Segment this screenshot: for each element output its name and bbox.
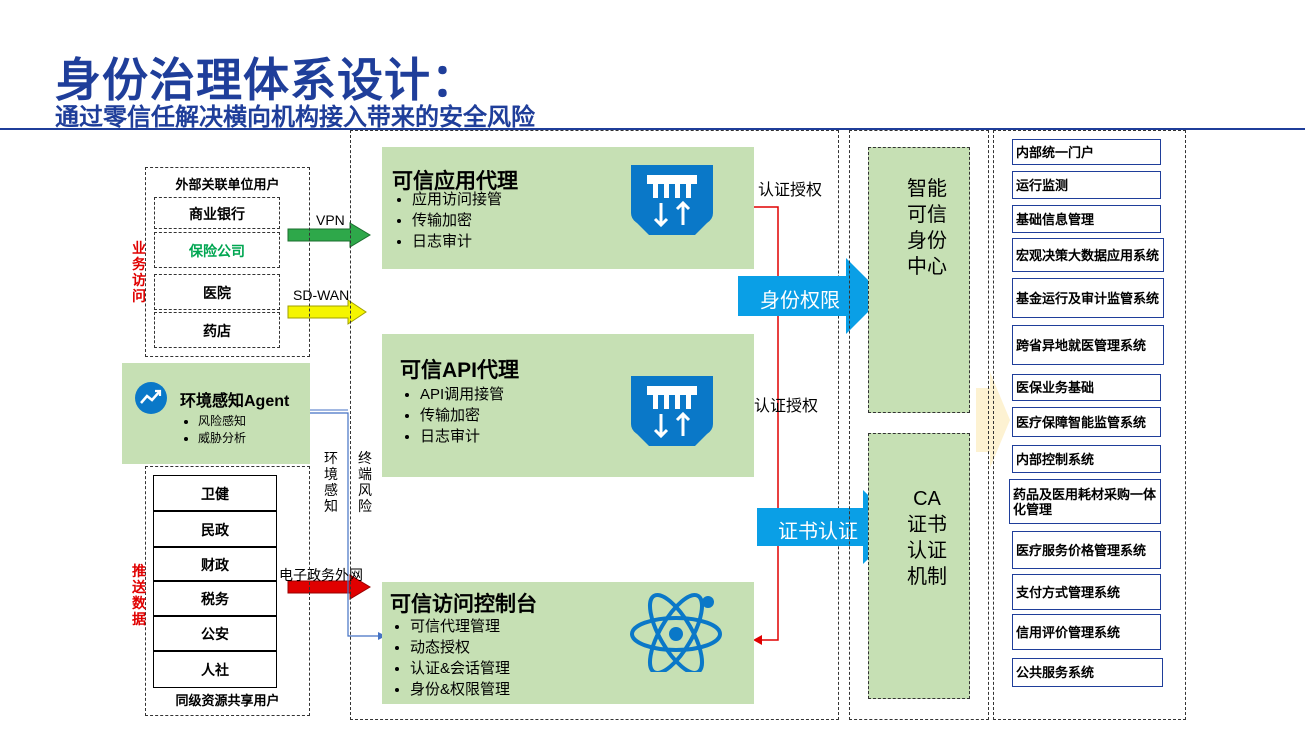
page-subtitle: 通过零信任解决横向机构接入带来的安全风险 <box>55 104 535 131</box>
system-item: 公共服务系统 <box>1012 658 1163 687</box>
terminal-risk-label: 终端风险 <box>358 450 372 514</box>
user-box-bank: 商业银行 <box>154 197 280 229</box>
sdwan-arrow <box>287 299 367 325</box>
peer-box-finance: 财政 <box>153 547 277 581</box>
api-proxy-item: 传输加密 <box>420 405 504 426</box>
sdwan-label: SD-WAN <box>293 287 350 303</box>
external-users-header: 外部关联单位用户 <box>175 177 280 192</box>
peer-box-civil: 民政 <box>153 511 277 547</box>
app-proxy-card: 可信应用代理 应用访问接管 传输加密 日志审计 <box>382 147 754 269</box>
agent-env-line <box>310 412 378 637</box>
app-proxy-title: 可信应用代理 <box>392 170 518 193</box>
proxy-gateway-icon <box>631 165 713 235</box>
system-item: 内部统一门户 <box>1012 139 1161 165</box>
console-item: 可信代理管理 <box>410 616 510 637</box>
user-box-insurance: 保险公司 <box>154 232 280 268</box>
auth-line-1 <box>754 206 779 641</box>
console-item: 动态授权 <box>410 637 510 658</box>
peer-box-police: 公安 <box>153 616 277 651</box>
system-item: 基金运行及审计监管系统 <box>1012 278 1164 318</box>
system-item: 药品及医用耗材采购一体化管理 <box>1009 479 1161 524</box>
agent-item: 风险感知 <box>198 413 246 430</box>
proxy-zone <box>350 130 839 720</box>
ca-box: CA证书认证机制 <box>868 433 970 699</box>
egov-label: 电子政务外网 <box>279 567 363 583</box>
system-item: 医疗服务价格管理系统 <box>1012 531 1161 569</box>
peer-users-footer: 同级资源共享用户 <box>175 693 280 708</box>
user-box-hospital: 医院 <box>154 274 280 310</box>
system-item: 内部控制系统 <box>1012 445 1161 473</box>
system-item: 运行监测 <box>1012 171 1161 199</box>
system-item: 基础信息管理 <box>1012 205 1161 233</box>
vpn-label: VPN <box>316 212 345 228</box>
push-data-label: 推送数据 <box>132 563 146 627</box>
cert-auth-label: 证书认证 <box>778 521 858 543</box>
app-proxy-item: 传输加密 <box>412 210 502 231</box>
app-proxy-item: 应用访问接管 <box>412 189 502 210</box>
auth-label-mid: 认证授权 <box>754 398 819 415</box>
user-box-pharmacy: 药店 <box>154 312 280 348</box>
title-underline <box>0 128 1305 130</box>
console-card: 可信访问控制台 可信代理管理 动态授权 认证&会话管理 身份&权限管理 <box>382 582 754 704</box>
system-item: 跨省异地就医管理系统 <box>1012 325 1164 365</box>
cert-auth-arrow <box>757 490 901 564</box>
identity-permission-arrow <box>738 258 884 334</box>
system-item: 医保业务基础 <box>1012 374 1161 401</box>
app-proxy-item: 日志审计 <box>412 231 502 252</box>
external-users-group: 外部关联单位用户 <box>145 167 310 357</box>
identity-center-box: 智能可信身份中心 <box>868 147 970 413</box>
systems-zone <box>993 130 1186 720</box>
peer-users-group: 同级资源共享用户 <box>145 466 310 716</box>
console-title: 可信访问控制台 <box>390 593 537 616</box>
api-proxy-title: 可信API代理 <box>400 359 520 382</box>
console-list: 可信代理管理 动态授权 认证&会话管理 身份&权限管理 <box>390 616 510 700</box>
agent-title: 环境感知Agent <box>180 393 290 410</box>
business-access-label: 业务访问 <box>132 240 146 304</box>
console-item: 身份&权限管理 <box>410 679 510 700</box>
agent-item: 威胁分析 <box>198 430 246 447</box>
env-sense-label: 环境感知 <box>324 450 338 514</box>
agent-list: 风险感知 威胁分析 <box>180 413 246 447</box>
proxy-gateway-icon <box>631 376 713 446</box>
system-item: 宏观决策大数据应用系统 <box>1012 238 1164 272</box>
api-proxy-list: API调用接管 传输加密 日志审计 <box>400 384 504 447</box>
console-item: 认证&会话管理 <box>410 658 510 679</box>
api-proxy-item: API调用接管 <box>420 384 504 405</box>
system-item: 信用评价管理系统 <box>1012 614 1161 650</box>
page-title: 身份治理体系设计： <box>55 54 478 106</box>
peer-box-tax: 税务 <box>153 581 277 616</box>
peer-box-health: 卫健 <box>153 475 277 511</box>
agent-box: 环境感知Agent 风险感知 威胁分析 <box>122 363 310 464</box>
system-item: 医疗保障智能监管系统 <box>1012 407 1161 437</box>
auth-label-top: 认证授权 <box>758 182 823 199</box>
identity-permission-label: 身份权限 <box>760 290 840 312</box>
atom-icon <box>630 593 722 672</box>
peer-box-hrss: 人社 <box>153 651 277 688</box>
app-proxy-list: 应用访问接管 传输加密 日志审计 <box>392 189 502 252</box>
system-item: 支付方式管理系统 <box>1012 574 1161 610</box>
identity-zone <box>849 130 989 720</box>
api-proxy-item: 日志审计 <box>420 426 504 447</box>
ca-label: CA证书认证机制 <box>907 488 947 588</box>
agent-icon <box>135 382 167 414</box>
api-proxy-card: 可信API代理 API调用接管 传输加密 日志审计 <box>382 334 754 477</box>
identity-center-label: 智能可信身份中心 <box>907 178 947 278</box>
